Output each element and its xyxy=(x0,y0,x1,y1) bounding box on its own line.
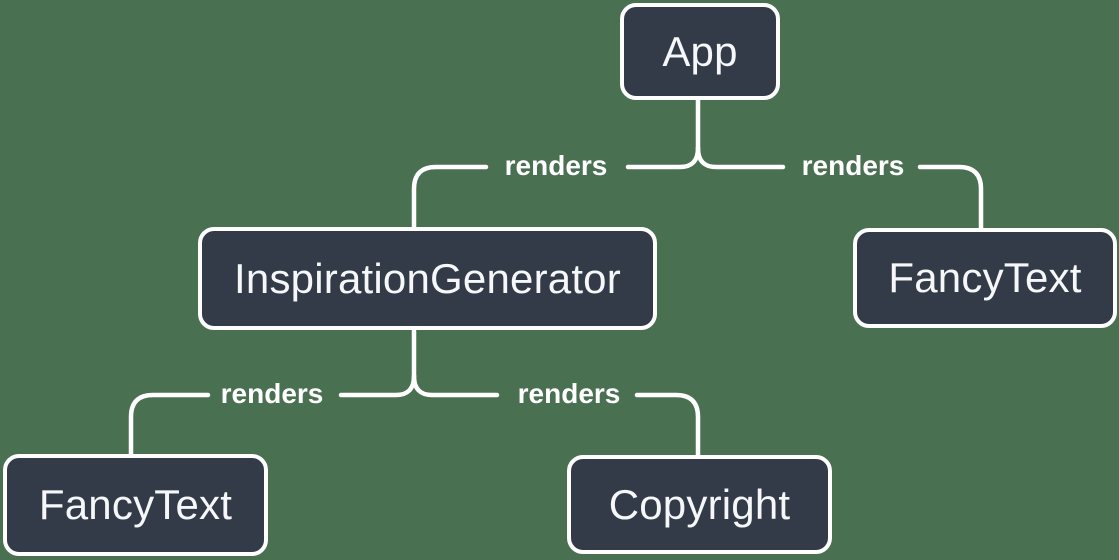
connector-to-copyright xyxy=(634,392,701,458)
node-app-label: App xyxy=(662,27,738,75)
edge-label-ig-fancy-text: renders xyxy=(220,378,324,409)
node-fancy-text-bottom: FancyText xyxy=(3,454,268,556)
node-copyright: Copyright xyxy=(567,455,832,554)
node-app: App xyxy=(620,3,780,100)
connector-to-fancy-text-bottom xyxy=(128,392,211,457)
edge-label-app-inspiration-generator: renders xyxy=(504,150,608,181)
connector-app-left-flare xyxy=(625,145,701,170)
connector-ig-right-flare xyxy=(411,373,500,398)
node-copyright-label: Copyright xyxy=(608,480,791,528)
node-fancy-text-top-label: FancyText xyxy=(888,254,1082,301)
node-fancy-text-top: FancyText xyxy=(853,228,1117,328)
edge-label-ig-copyright: renders xyxy=(517,378,621,409)
connector-to-fancy-text-top xyxy=(917,164,984,231)
node-inspiration-generator: InspirationGenerator xyxy=(198,227,657,330)
connector-app-right-flare xyxy=(695,145,786,170)
edge-label-app-fancy-text: renders xyxy=(801,150,905,181)
node-fancy-text-bottom-label: FancyText xyxy=(38,481,233,528)
connector-to-inspiration-generator xyxy=(411,164,489,230)
node-inspiration-generator-label: InspirationGenerator xyxy=(234,254,621,302)
connector-ig-left-flare xyxy=(338,373,417,398)
